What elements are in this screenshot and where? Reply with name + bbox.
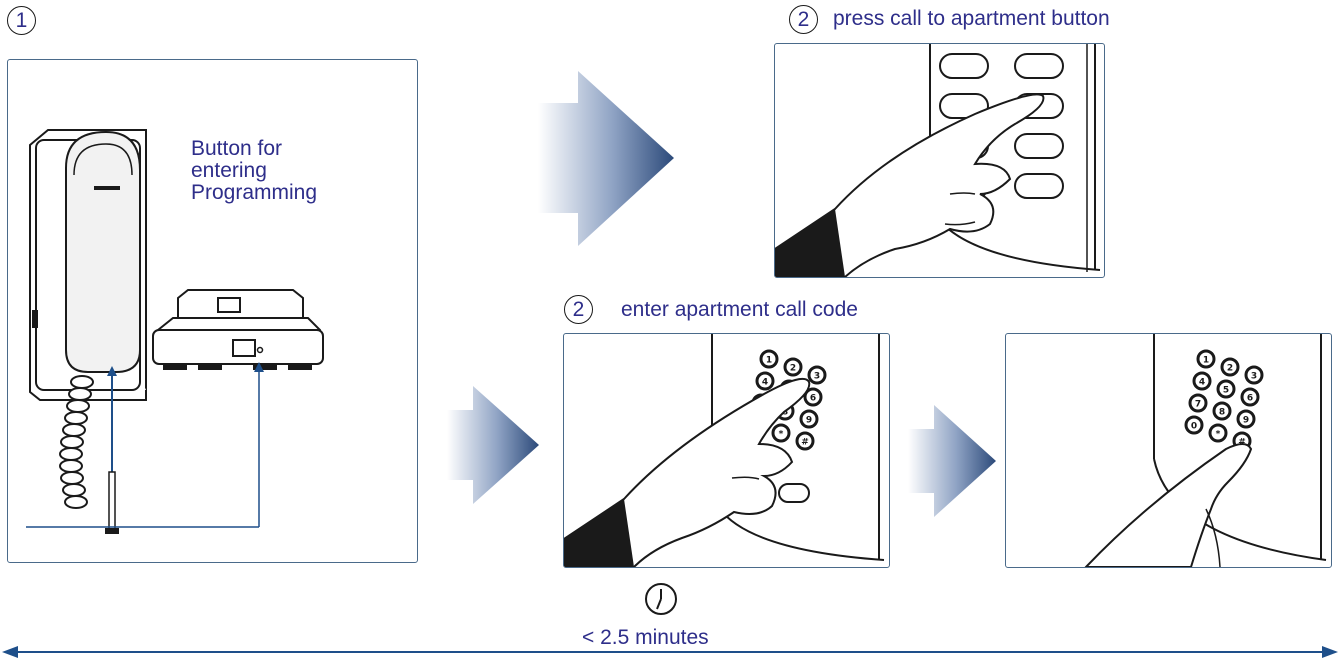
keypad-key-label: 1 (1203, 356, 1209, 366)
keypad-key (759, 349, 779, 369)
keypad-key-label: 1 (766, 356, 772, 366)
keypad-keys: 1 2 3 4 5 6 7 8 9 0 * # (1184, 349, 1264, 451)
keypad-key (1240, 387, 1260, 407)
keypad-key-label: # (1238, 438, 1246, 448)
keypad-key-label: * (779, 430, 784, 440)
keypad-key-label: 2 (790, 364, 796, 374)
keypad-key (1184, 415, 1204, 435)
handset-illustration (26, 129, 324, 534)
keypad-key (771, 423, 791, 443)
keypad-key (799, 409, 819, 429)
call-button-illustration (775, 44, 1101, 277)
step-2a-number: 2 (797, 8, 810, 31)
keypad-key (1188, 393, 1208, 413)
flow-arrow-keypad (908, 405, 996, 517)
keypad-key-label: 8 (1219, 408, 1225, 418)
step-1-marker: 1 (7, 6, 36, 35)
keypad-key (807, 365, 827, 385)
push-button-panel (774, 43, 1105, 278)
keypad-key (1208, 423, 1228, 443)
keypad-key-label: 4 (1199, 378, 1205, 388)
programming-button-note: Button for entering Programming (191, 138, 317, 204)
keypad-key (1216, 379, 1236, 399)
keypad-key (783, 357, 803, 377)
keypad-key (795, 431, 815, 451)
keypad-key-label: 3 (814, 372, 820, 382)
keypad-key-label: 9 (1243, 416, 1249, 426)
keypad-key (755, 371, 775, 391)
keypad-key (1236, 409, 1256, 429)
step-2a-label: press call to apartment button (833, 7, 1110, 30)
flow-arrow-upper (538, 71, 674, 246)
keypad-key-label: 9 (806, 416, 812, 426)
keypad-key-label: 3 (1251, 372, 1257, 382)
keypad-key-label: * (1216, 430, 1221, 440)
note-line-2: entering (191, 159, 267, 182)
clock-icon (645, 583, 677, 615)
keypad-key (803, 387, 823, 407)
timeline-double-arrow (2, 646, 1338, 658)
keypad-key-label: 7 (1195, 400, 1201, 410)
keypad-key (1196, 349, 1216, 369)
keypad-key-label: 5 (1223, 386, 1229, 396)
keypad-key (1220, 357, 1240, 377)
note-line-3: Programming (191, 181, 318, 204)
step-2b-marker: 2 (564, 295, 593, 324)
keypad-key-label: 0 (1191, 422, 1197, 432)
step-2b-number: 2 (572, 298, 585, 321)
step-2a-marker: 2 (789, 5, 818, 34)
keypad-key-label: 6 (1247, 394, 1253, 404)
keypad-key-label: # (801, 438, 809, 448)
keypad-key-label: 4 (762, 378, 768, 388)
step-1-number: 1 (15, 9, 28, 32)
note-line-1: Button for (191, 137, 283, 160)
keypad-key (1244, 365, 1264, 385)
flow-arrow-lower (447, 386, 539, 504)
keypad-illustration-end: 1 2 3 4 5 6 7 8 9 0 * # (1084, 334, 1327, 567)
keypad-key-label: 2 (1227, 364, 1233, 374)
keypad-key-label: 6 (810, 394, 816, 404)
keypad-key (1212, 401, 1232, 421)
time-limit-label: < 2.5 minutes (582, 626, 709, 649)
keypad-panel-end: 1 2 3 4 5 6 7 8 9 0 * # (1005, 333, 1332, 568)
step-2b-label: enter apartment call code (621, 298, 858, 321)
monitor-panel: Button for entering Programming (7, 59, 418, 563)
keypad-key (1192, 371, 1212, 391)
